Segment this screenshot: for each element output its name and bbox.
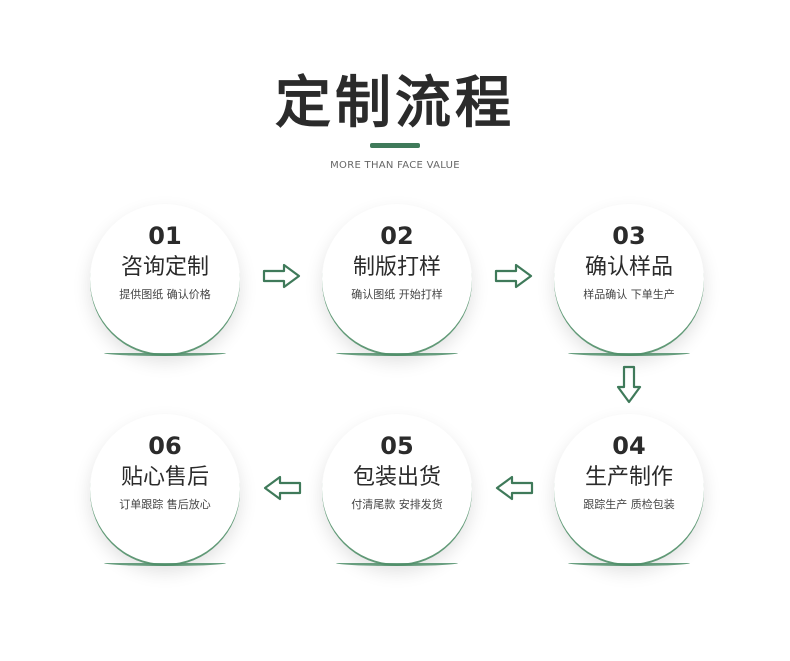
step-title: 生产制作 bbox=[584, 465, 673, 490]
step-title: 贴心售后 bbox=[120, 465, 209, 490]
step-number: 06 bbox=[148, 432, 182, 460]
step-number: 01 bbox=[148, 222, 182, 250]
page-subtitle: MORE THAN FACE VALUE bbox=[330, 160, 460, 171]
step-description: 付清尾款 安排发货 bbox=[351, 498, 443, 511]
step-number: 04 bbox=[612, 432, 646, 460]
arrow-right-icon bbox=[262, 263, 302, 289]
step-2-circle: 02 制版打样 确认图纸 开始打样 bbox=[322, 204, 472, 356]
step-4-circle: 04 生产制作 跟踪生产 质检包装 bbox=[554, 414, 704, 566]
step-title: 包装出货 bbox=[352, 465, 441, 490]
step-description: 订单跟踪 售后放心 bbox=[119, 498, 211, 511]
step-number: 03 bbox=[612, 222, 646, 250]
step-description: 提供图纸 确认价格 bbox=[119, 288, 211, 301]
step-title: 咨询定制 bbox=[120, 255, 209, 280]
arrow-left-icon bbox=[494, 475, 534, 501]
step-3-circle: 03 确认样品 样品确认 下单生产 bbox=[554, 204, 704, 356]
arrow-down-icon bbox=[616, 365, 642, 405]
step-5-circle: 05 包装出货 付清尾款 安排发货 bbox=[322, 414, 472, 566]
step-title: 确认样品 bbox=[584, 255, 673, 280]
step-number: 05 bbox=[380, 432, 414, 460]
page-title: 定制流程 bbox=[275, 71, 515, 136]
title-underline bbox=[370, 143, 420, 148]
arrow-right-icon bbox=[494, 263, 534, 289]
step-description: 确认图纸 开始打样 bbox=[351, 288, 443, 301]
step-6-circle: 06 贴心售后 订单跟踪 售后放心 bbox=[90, 414, 240, 566]
step-number: 02 bbox=[380, 222, 414, 250]
step-description: 样品确认 下单生产 bbox=[583, 288, 675, 301]
arrow-left-icon bbox=[262, 475, 302, 501]
step-title: 制版打样 bbox=[352, 255, 441, 280]
step-1-circle: 01 咨询定制 提供图纸 确认价格 bbox=[90, 204, 240, 356]
step-description: 跟踪生产 质检包装 bbox=[583, 498, 675, 511]
